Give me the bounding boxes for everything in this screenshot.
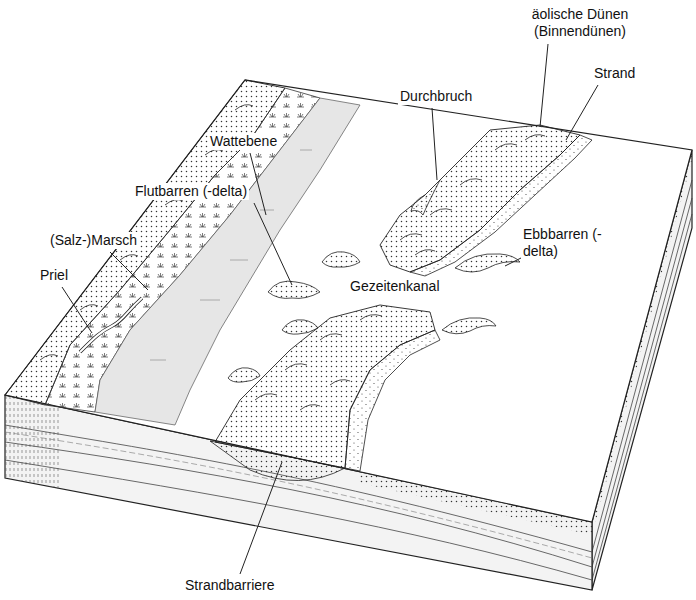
label-text: äolische Dünen (Binnendünen) — [521, 6, 639, 40]
dune-ridges — [255, 315, 382, 410]
flood-delta — [322, 252, 360, 267]
flood-delta — [282, 320, 318, 334]
label-text: Wattebene — [208, 133, 279, 150]
leader-lines — [62, 44, 598, 574]
label-text: Gezeitenkanal — [348, 278, 442, 295]
block-top-face — [5, 80, 692, 522]
label-text: Durchbruch — [398, 88, 474, 105]
label-text: Ebbbarren (-delta) — [521, 226, 607, 260]
label-text: Strandbarriere — [183, 577, 277, 594]
label-text: Strand — [592, 65, 637, 82]
flood-delta — [268, 281, 320, 298]
washover-fan — [411, 180, 440, 215]
label-text: Priel — [38, 267, 70, 284]
ebb-delta — [442, 318, 496, 334]
label-text: Flutbarren (-delta) — [133, 183, 249, 200]
ebb-delta — [455, 254, 520, 272]
barrier-island — [215, 305, 435, 468]
mainland-sediment — [5, 395, 60, 489]
beach — [345, 330, 440, 471]
label-text: (Salz-)Marsch — [48, 232, 139, 249]
flood-delta — [228, 368, 260, 382]
